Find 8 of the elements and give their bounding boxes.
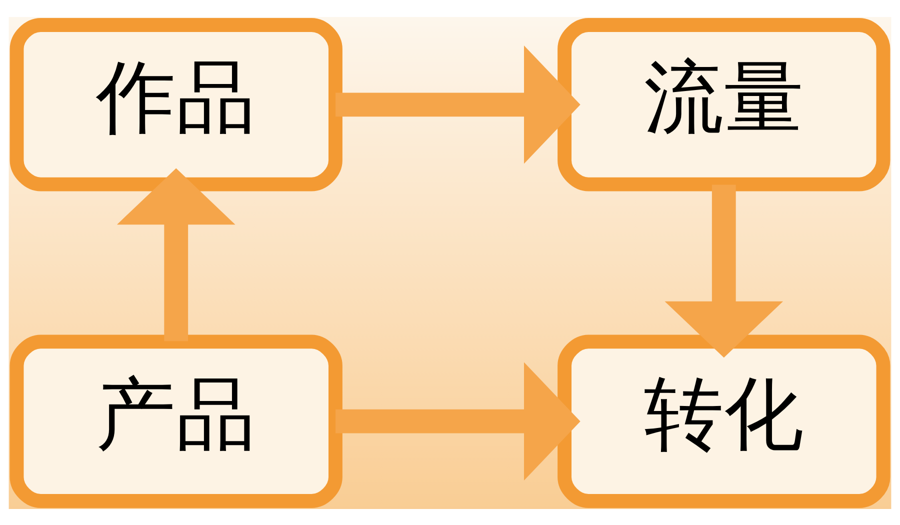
node-box: 产品 bbox=[10, 334, 342, 508]
arrow bbox=[664, 184, 784, 358]
arrow bbox=[336, 362, 580, 480]
node-box: 转化 bbox=[558, 334, 890, 508]
arrow bbox=[116, 168, 236, 341]
node-box: 作品 bbox=[10, 18, 342, 191]
node-box: 流量 bbox=[558, 18, 890, 191]
arrow bbox=[336, 44, 580, 164]
